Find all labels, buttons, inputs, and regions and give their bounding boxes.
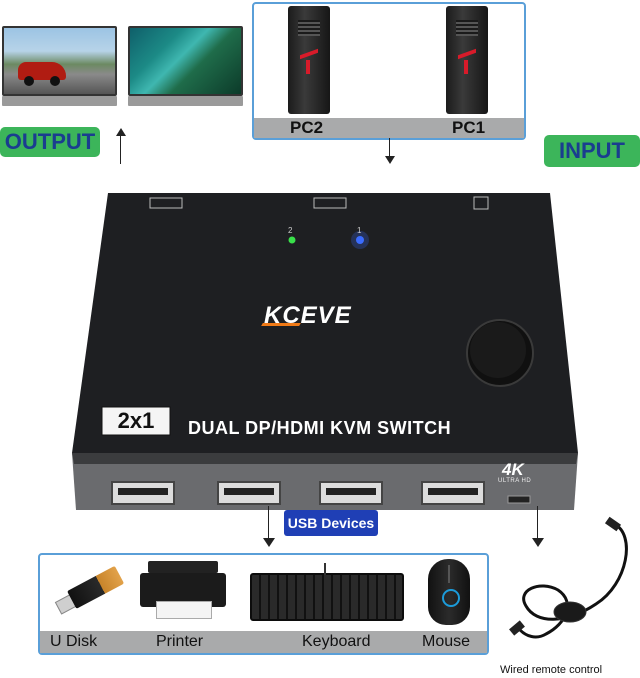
device-top-face xyxy=(72,193,578,453)
monitor-right-screen xyxy=(128,26,243,96)
keyboard-label: Keyboard xyxy=(302,633,371,650)
led-1-label: 1 xyxy=(357,226,362,235)
switch-button-face xyxy=(470,322,526,378)
usb-port-slot xyxy=(428,488,478,495)
usb-port-slot xyxy=(224,488,274,495)
remote-port-icon xyxy=(473,196,489,210)
model-badge: 2x1 xyxy=(117,408,155,433)
device-title: DUAL DP/HDMI KVM SWITCH xyxy=(188,418,452,438)
pc2-vent xyxy=(298,20,320,36)
usb-port-slot xyxy=(118,488,168,495)
wired-remote-label: Wired remote control xyxy=(500,664,603,676)
mouse-label: Mouse xyxy=(422,633,471,650)
keyboard-cable xyxy=(324,563,326,575)
pc2-tower xyxy=(288,6,330,114)
kvm-device xyxy=(72,193,578,510)
pc2-red-accent xyxy=(300,48,318,60)
pc2-label: PC2 xyxy=(290,118,324,137)
remote-cable xyxy=(518,522,628,639)
remote-puck xyxy=(553,601,587,623)
monitor-left-screen xyxy=(2,26,117,96)
pc1-red-accent xyxy=(458,48,476,60)
brand-logo-accent xyxy=(261,323,301,326)
badge-4k: 4K xyxy=(502,460,524,479)
monitor-right-base xyxy=(128,96,243,106)
usb-devices-box: U Disk Printer Keyboard Mouse xyxy=(38,553,489,655)
output-arrow-line xyxy=(120,134,121,164)
remote-arrow-line xyxy=(537,506,538,540)
port-icon-2 xyxy=(149,197,183,209)
race-car-wheel xyxy=(50,76,60,86)
port-icon-1 xyxy=(313,197,347,209)
u-disk-image xyxy=(51,562,127,621)
monitor-left-base xyxy=(2,96,117,106)
device-front-shade xyxy=(72,453,578,464)
remote-plug xyxy=(604,516,622,532)
output-label: OUTPUT xyxy=(0,127,100,157)
printer-label: Printer xyxy=(156,633,204,650)
remote-arrow-head xyxy=(532,538,544,547)
printer-image xyxy=(140,561,226,619)
remote-plug-2 xyxy=(509,620,525,636)
input-arrow-head xyxy=(385,156,395,164)
pc-label-bar xyxy=(254,118,524,138)
pc1-red-accent xyxy=(464,60,468,74)
pc-box: PC2 PC1 xyxy=(252,2,526,140)
keyboard-image xyxy=(250,573,404,621)
pc1-label: PC1 xyxy=(452,118,486,137)
u-disk-label: U Disk xyxy=(50,633,98,650)
usb-arrow-head xyxy=(263,538,275,547)
wired-remote-image xyxy=(509,516,628,639)
race-car-image xyxy=(18,62,66,80)
monitor-left xyxy=(2,26,117,108)
led-2 xyxy=(288,236,296,244)
mouse-image xyxy=(428,559,470,625)
led-2-label: 2 xyxy=(288,226,293,235)
input-label: INPUT xyxy=(544,135,640,167)
pc1-vent xyxy=(456,20,478,36)
pc1-tower xyxy=(446,6,488,114)
input-arrow-line xyxy=(389,138,390,158)
pc2-red-accent xyxy=(306,60,310,74)
usb-arrow-line xyxy=(268,506,269,540)
led-1 xyxy=(356,236,364,244)
badge-box xyxy=(101,406,171,436)
usb-devices-tag: USB Devices xyxy=(284,510,378,536)
monitor-right xyxy=(128,26,243,108)
ultra-hd-text: ULTRA HD xyxy=(498,478,532,484)
usb-devices-label-bar xyxy=(40,631,487,653)
usb-port-slot xyxy=(326,488,376,495)
race-car-wheel xyxy=(24,76,34,86)
remote-jack xyxy=(507,495,531,504)
led-1-glow xyxy=(351,231,369,249)
output-arrow-head xyxy=(116,128,126,136)
